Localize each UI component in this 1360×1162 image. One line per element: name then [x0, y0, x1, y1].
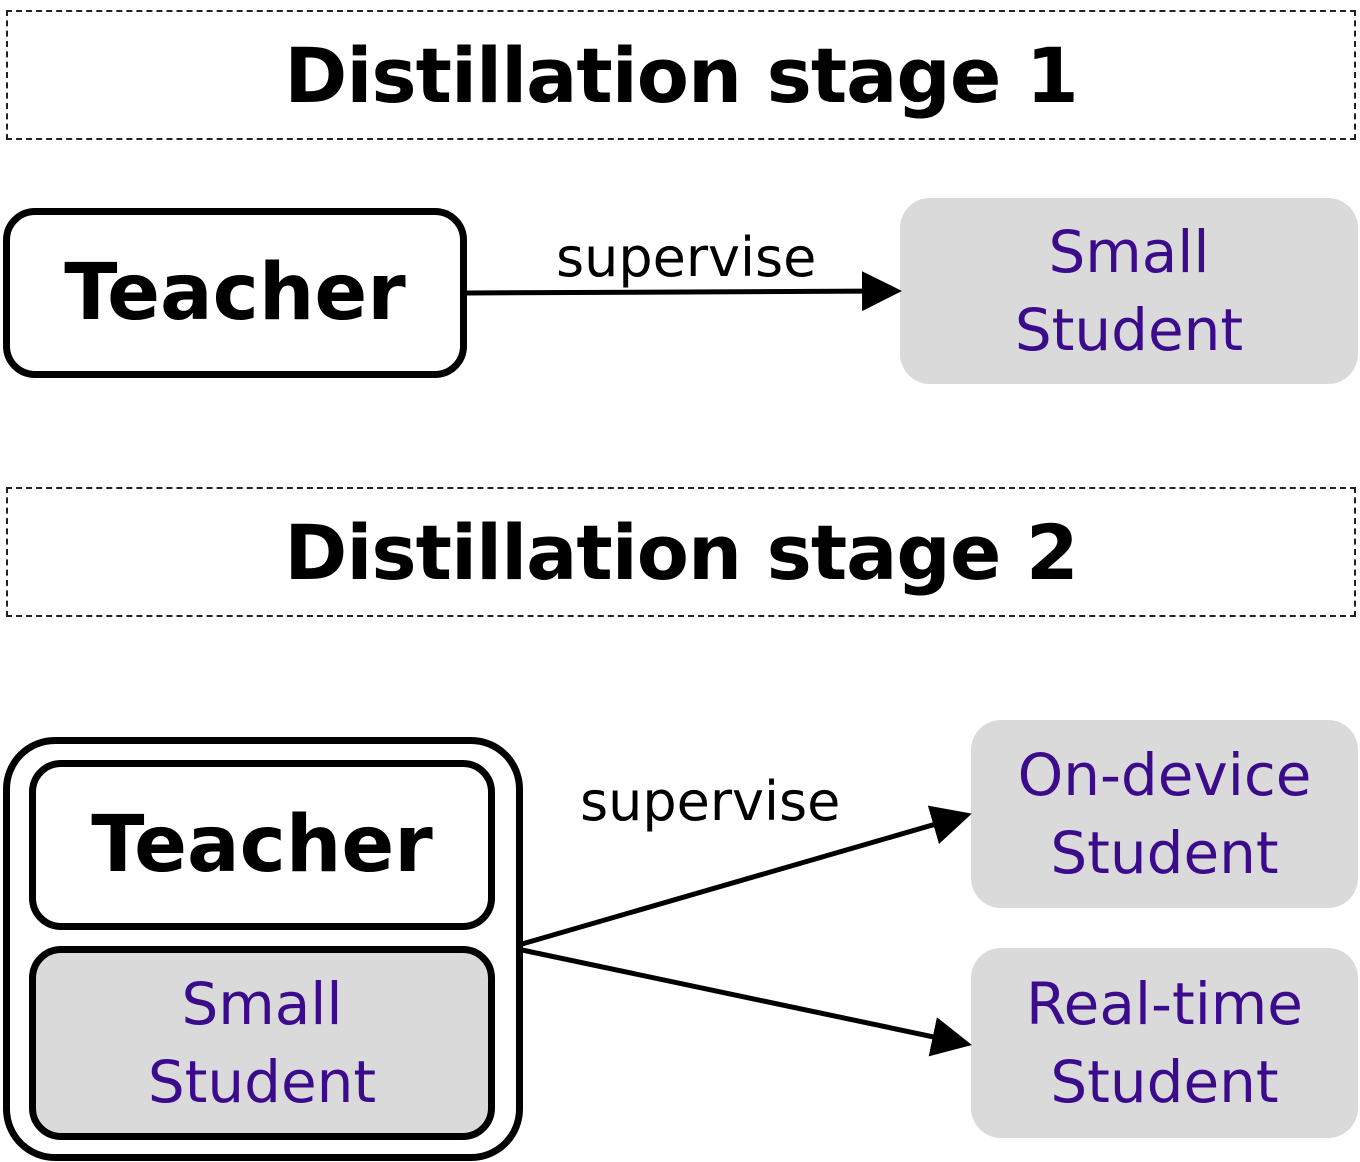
- stage-1-teacher-label: Teacher: [64, 248, 406, 338]
- student-label-line-2: Student: [147, 1048, 377, 1116]
- real-time-student-node: Real-time Student: [971, 948, 1358, 1138]
- stage-1-teacher-node: Teacher: [3, 208, 467, 378]
- supervise-arrow-real-time: [521, 947, 972, 1057]
- stage-2-inner-small-student-node: Small Student: [29, 946, 495, 1140]
- student-label-line-1: Small: [1048, 218, 1210, 286]
- stage-2-teacher-label: Teacher: [91, 800, 433, 890]
- on-device-student-node: On-device Student: [971, 720, 1358, 908]
- stage-1-title: Distillation stage 1: [284, 30, 1078, 120]
- stage-2-title: Distillation stage 2: [284, 507, 1078, 597]
- stage-2-edge-label: supervise: [580, 770, 841, 833]
- stage-1-title-box: Distillation stage 1: [6, 10, 1356, 140]
- student-label-line-2: Student: [1014, 296, 1244, 364]
- stage-1-small-student-node: Small Student: [900, 198, 1358, 384]
- student-label-line-2: Student: [1050, 1048, 1279, 1116]
- stage-1-edge-label: supervise: [556, 226, 817, 289]
- student-label-line-1: Real-time: [1025, 970, 1303, 1038]
- student-label-line-2: Student: [1050, 819, 1279, 887]
- supervise-arrow-on-device: [521, 805, 972, 947]
- stage-2-teacher-node: Teacher: [29, 760, 495, 930]
- stage-2-title-box: Distillation stage 2: [6, 487, 1356, 617]
- supervise-arrow-stage-1: [466, 271, 902, 312]
- student-label-line-1: Small: [181, 970, 343, 1038]
- student-label-line-1: On-device: [1017, 741, 1312, 809]
